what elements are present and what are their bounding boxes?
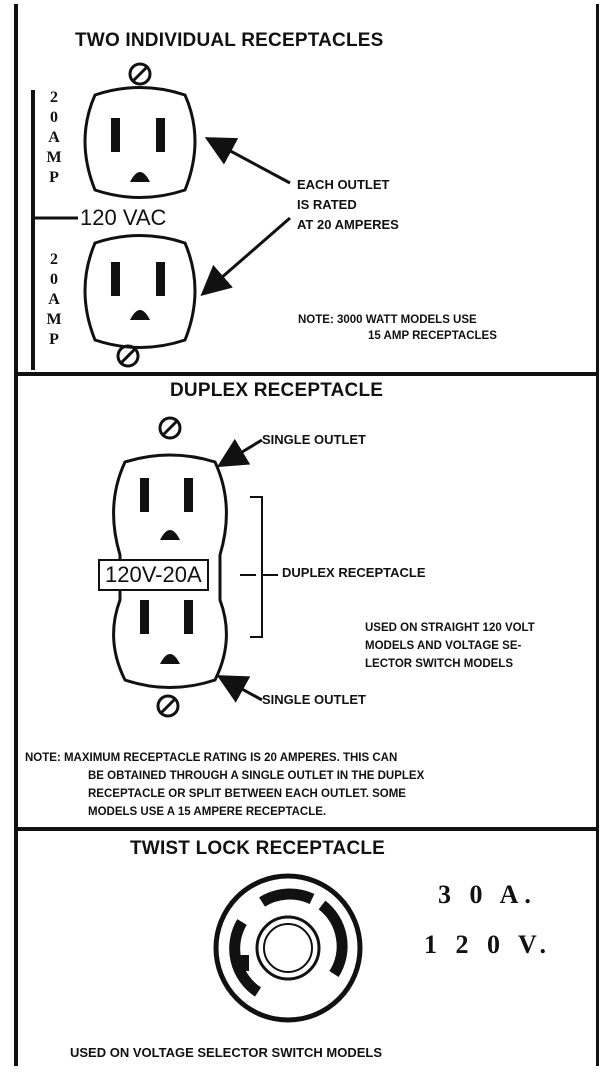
callout-line: AT 20 AMPERES <box>297 217 399 232</box>
note-line: NOTE: 3000 WATT MODELS USE <box>298 314 477 326</box>
duplex-label: DUPLEX RECEPTACLE <box>282 565 426 580</box>
amp-bracket <box>31 90 78 370</box>
section-title: TWIST LOCK RECEPTACLE <box>130 838 386 859</box>
single-outlet-label: SINGLE OUTLET <box>262 432 366 447</box>
arrow-icon <box>200 216 291 296</box>
voltage-label: 120 VAC <box>80 205 167 231</box>
section-title: DUPLEX RECEPTACLE <box>170 380 384 401</box>
amp-label-top: 2 0 A M P <box>46 89 62 186</box>
arrow-icon <box>216 438 263 468</box>
note-line: RECEPTACLE OR SPLIT BETWEEN EACH OUTLET.… <box>88 788 406 800</box>
callout-line: EACH OUTLET <box>297 177 390 192</box>
section-title: TWO INDIVIDUAL RECEPTACLES <box>75 30 384 51</box>
section-divider <box>14 827 599 831</box>
screw-icon <box>128 62 152 86</box>
callout-line: IS RATED <box>297 197 357 212</box>
outlet-top <box>83 86 197 199</box>
note-line: MODELS USE A 15 AMPERE RECEPTACLE. <box>88 806 327 818</box>
note-line: 15 AMP RECEPTACLES <box>368 330 497 342</box>
footer-text: USED ON VOLTAGE SELECTOR SWITCH MODELS <box>70 1045 383 1060</box>
note-line: BE OBTAINED THROUGH A SINGLE OUTLET IN T… <box>88 770 425 782</box>
outlet-bottom <box>83 234 197 349</box>
single-outlet-label: SINGLE OUTLET <box>262 692 366 707</box>
note-line: NOTE: MAXIMUM RECEPTACLE RATING IS 20 AM… <box>25 752 398 764</box>
rating-volts: 1 2 0 V. <box>424 930 552 959</box>
arrow-icon <box>204 137 291 185</box>
screw-icon <box>156 694 180 718</box>
screw-icon <box>116 344 140 368</box>
arrow-icon <box>216 675 263 703</box>
screw-icon <box>158 416 182 440</box>
rating-box-label: 120V-20A <box>98 559 209 591</box>
used-on-line: LECTOR SWITCH MODELS <box>365 658 514 670</box>
duplex-bracket <box>250 496 263 638</box>
used-on-line: MODELS AND VOLTAGE SE- <box>365 640 522 652</box>
amp-label-bottom: 2 0 A M P <box>46 251 62 348</box>
used-on-line: USED ON STRAIGHT 120 VOLT <box>365 622 535 634</box>
section-divider <box>14 372 599 376</box>
rating-amps: 3 0 A. <box>438 880 537 909</box>
twist-lock-receptacle-icon <box>213 873 363 1023</box>
diagram-frame <box>14 4 599 1066</box>
